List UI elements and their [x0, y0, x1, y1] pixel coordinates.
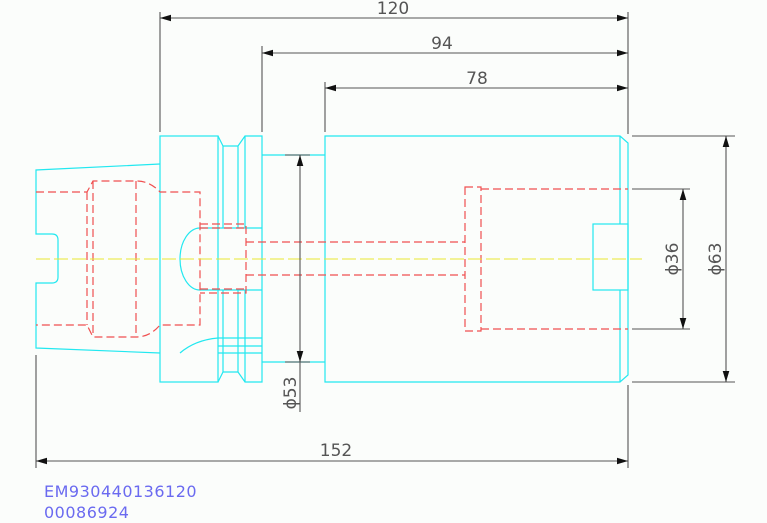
dimensions: 120 94 78 152 ϕ53 ϕ36 ϕ63: [35, 0, 735, 468]
dim-diameter-63: ϕ63: [706, 243, 726, 276]
drive-slot-curve: [179, 337, 262, 354]
dim-78: 78: [466, 69, 488, 89]
dim-diameter-53: ϕ53: [281, 377, 301, 410]
part-number: EM930440136120: [44, 482, 198, 501]
item-code: 00086924: [44, 503, 130, 522]
dim-diameter-36: ϕ36: [663, 243, 683, 276]
body: [324, 135, 629, 383]
dim-152: 152: [320, 441, 352, 461]
face-slot: [592, 223, 629, 291]
dim-94: 94: [431, 34, 453, 54]
dim-120: 120: [377, 0, 409, 19]
tool-holder-outline: [35, 135, 629, 383]
hidden-lines: [36, 180, 628, 338]
